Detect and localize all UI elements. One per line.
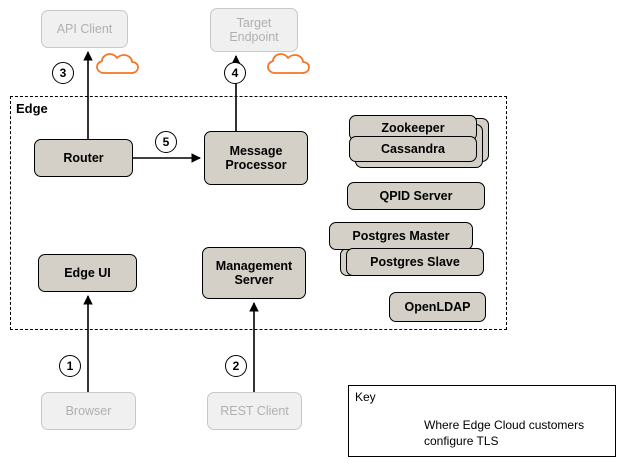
marker-4: 4 bbox=[224, 62, 246, 84]
node-cassandra-label: Cassandra bbox=[381, 141, 445, 156]
marker-2: 2 bbox=[225, 355, 247, 377]
node-message-processor-label-2: Processor bbox=[225, 158, 287, 172]
node-browser-label: Browser bbox=[65, 403, 112, 418]
key-legend-line-2: configure TLS bbox=[424, 433, 499, 448]
node-edge-ui: Edge UI bbox=[38, 254, 137, 292]
node-message-processor-label-1: Message bbox=[229, 143, 283, 158]
node-api-client: API Client bbox=[41, 10, 128, 48]
marker-5-label: 5 bbox=[162, 135, 170, 149]
node-management-server-label-2: Server bbox=[234, 273, 274, 287]
node-edge-ui-label: Edge UI bbox=[64, 265, 111, 280]
node-postgres-master-label: Postgres Master bbox=[352, 228, 450, 243]
node-router-label: Router bbox=[63, 150, 104, 165]
node-message-processor: Message Processor bbox=[204, 131, 308, 185]
edge-boundary-frame bbox=[10, 96, 507, 330]
marker-3: 3 bbox=[52, 62, 74, 84]
node-rest-client-label: REST Client bbox=[220, 403, 289, 418]
node-postgres-slave-label: Postgres Slave bbox=[370, 254, 460, 269]
node-openldap-label: OpenLDAP bbox=[404, 299, 471, 314]
key-legend-line-1: Where Edge Cloud customers bbox=[424, 418, 585, 432]
node-api-client-label: API Client bbox=[56, 21, 113, 36]
cloud-icon-4 bbox=[267, 53, 310, 74]
node-target-endpoint-label-1: Target bbox=[236, 15, 272, 30]
marker-2-label: 2 bbox=[232, 359, 240, 373]
cloud-icon-3 bbox=[96, 53, 139, 74]
edge-boundary-label: Edge bbox=[16, 101, 48, 116]
node-target-endpoint-label-2: Endpoint bbox=[229, 30, 279, 44]
node-zookeeper-label: Zookeeper bbox=[381, 120, 445, 135]
node-qpid-server-label: QPID Server bbox=[379, 188, 453, 203]
marker-5: 5 bbox=[155, 131, 177, 153]
marker-3-label: 3 bbox=[59, 66, 67, 80]
node-qpid-server: QPID Server bbox=[347, 182, 485, 210]
marker-1-label: 1 bbox=[66, 359, 74, 373]
node-postgres-master: Postgres Master bbox=[329, 222, 473, 250]
key-panel bbox=[348, 385, 616, 457]
node-cassandra: Cassandra bbox=[349, 136, 477, 162]
node-router: Router bbox=[34, 139, 133, 177]
node-browser: Browser bbox=[41, 392, 136, 430]
node-openldap: OpenLDAP bbox=[389, 292, 486, 322]
marker-1: 1 bbox=[59, 355, 81, 377]
node-postgres-slave: Postgres Slave bbox=[346, 248, 484, 276]
marker-4-label: 4 bbox=[231, 66, 239, 80]
node-management-server-label-1: Management bbox=[215, 258, 293, 273]
node-management-server: Management Server bbox=[202, 247, 306, 299]
key-title: Key bbox=[355, 390, 376, 404]
key-legend-text: Where Edge Cloud customers configure TLS bbox=[424, 418, 610, 449]
node-target-endpoint: Target Endpoint bbox=[210, 8, 298, 52]
node-rest-client: REST Client bbox=[207, 392, 302, 430]
